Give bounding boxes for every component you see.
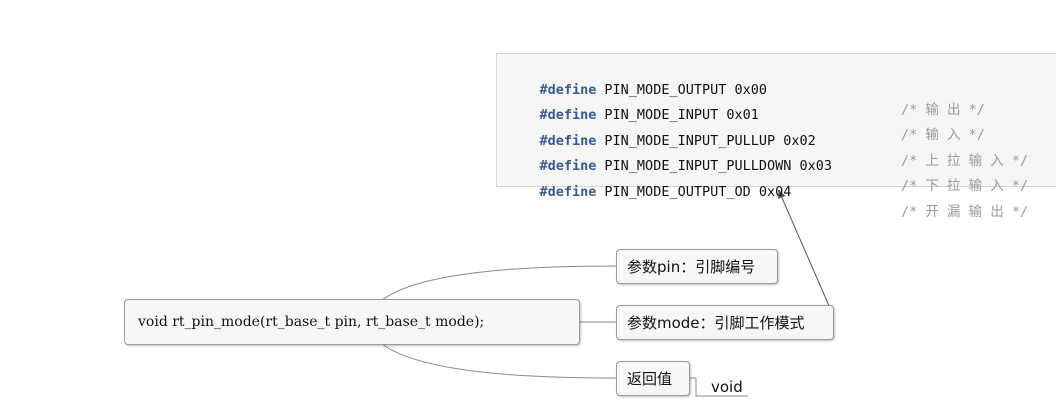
define-keyword: #define bbox=[539, 107, 597, 123]
code-comment: /* 上 拉 输 入 */ bbox=[901, 153, 1029, 169]
branch-node-param-mode[interactable]: 参数mode：引脚工作模式 bbox=[616, 305, 834, 340]
branch-node-param-pin[interactable]: 参数pin：引脚编号 bbox=[616, 249, 778, 284]
macro-definition: PIN_MODE_INPUT_PULLDOWN 0x03 bbox=[604, 158, 832, 174]
code-line: #define PIN_MODE_OUTPUT_OD 0x04 /* 开 漏 输 … bbox=[507, 162, 1029, 220]
connector-pin bbox=[381, 265, 617, 301]
define-keyword: #define bbox=[539, 184, 597, 200]
define-keyword: #define bbox=[539, 133, 597, 149]
connector-void bbox=[690, 377, 748, 397]
macro-definition: PIN_MODE_INPUT_PULLUP 0x02 bbox=[604, 133, 816, 149]
code-comment: /* 下 拉 输 入 */ bbox=[901, 178, 1029, 194]
arrow-to-code bbox=[778, 190, 831, 309]
code-comment: /* 输 入 */ bbox=[901, 127, 985, 143]
code-block: #define PIN_MODE_OUTPUT 0x00 /* 输 出 */ #d… bbox=[496, 53, 1056, 220]
branch-node-return-value[interactable]: 返回值 bbox=[616, 361, 690, 396]
connector-return bbox=[381, 343, 617, 379]
leaf-node-void[interactable]: void bbox=[711, 378, 743, 396]
macro-definition: PIN_MODE_OUTPUT 0x00 bbox=[604, 82, 767, 98]
code-comment: /* 开 漏 输 出 */ bbox=[901, 204, 1029, 220]
code-line: #define PIN_MODE_INPUT_PULLUP 0x02 /* 上 拉… bbox=[507, 111, 1029, 169]
macro-definition: PIN_MODE_INPUT 0x01 bbox=[604, 107, 759, 123]
code-comment: /* 输 出 */ bbox=[901, 102, 985, 118]
define-keyword: #define bbox=[539, 82, 597, 98]
macro-definition: PIN_MODE_OUTPUT_OD 0x04 bbox=[604, 184, 792, 200]
root-node-function-signature[interactable]: void rt_pin_mode(rt_base_t pin, rt_base_… bbox=[124, 299, 580, 345]
code-line: #define PIN_MODE_OUTPUT 0x00 /* 输 出 */ bbox=[507, 60, 985, 118]
define-keyword: #define bbox=[539, 158, 597, 174]
